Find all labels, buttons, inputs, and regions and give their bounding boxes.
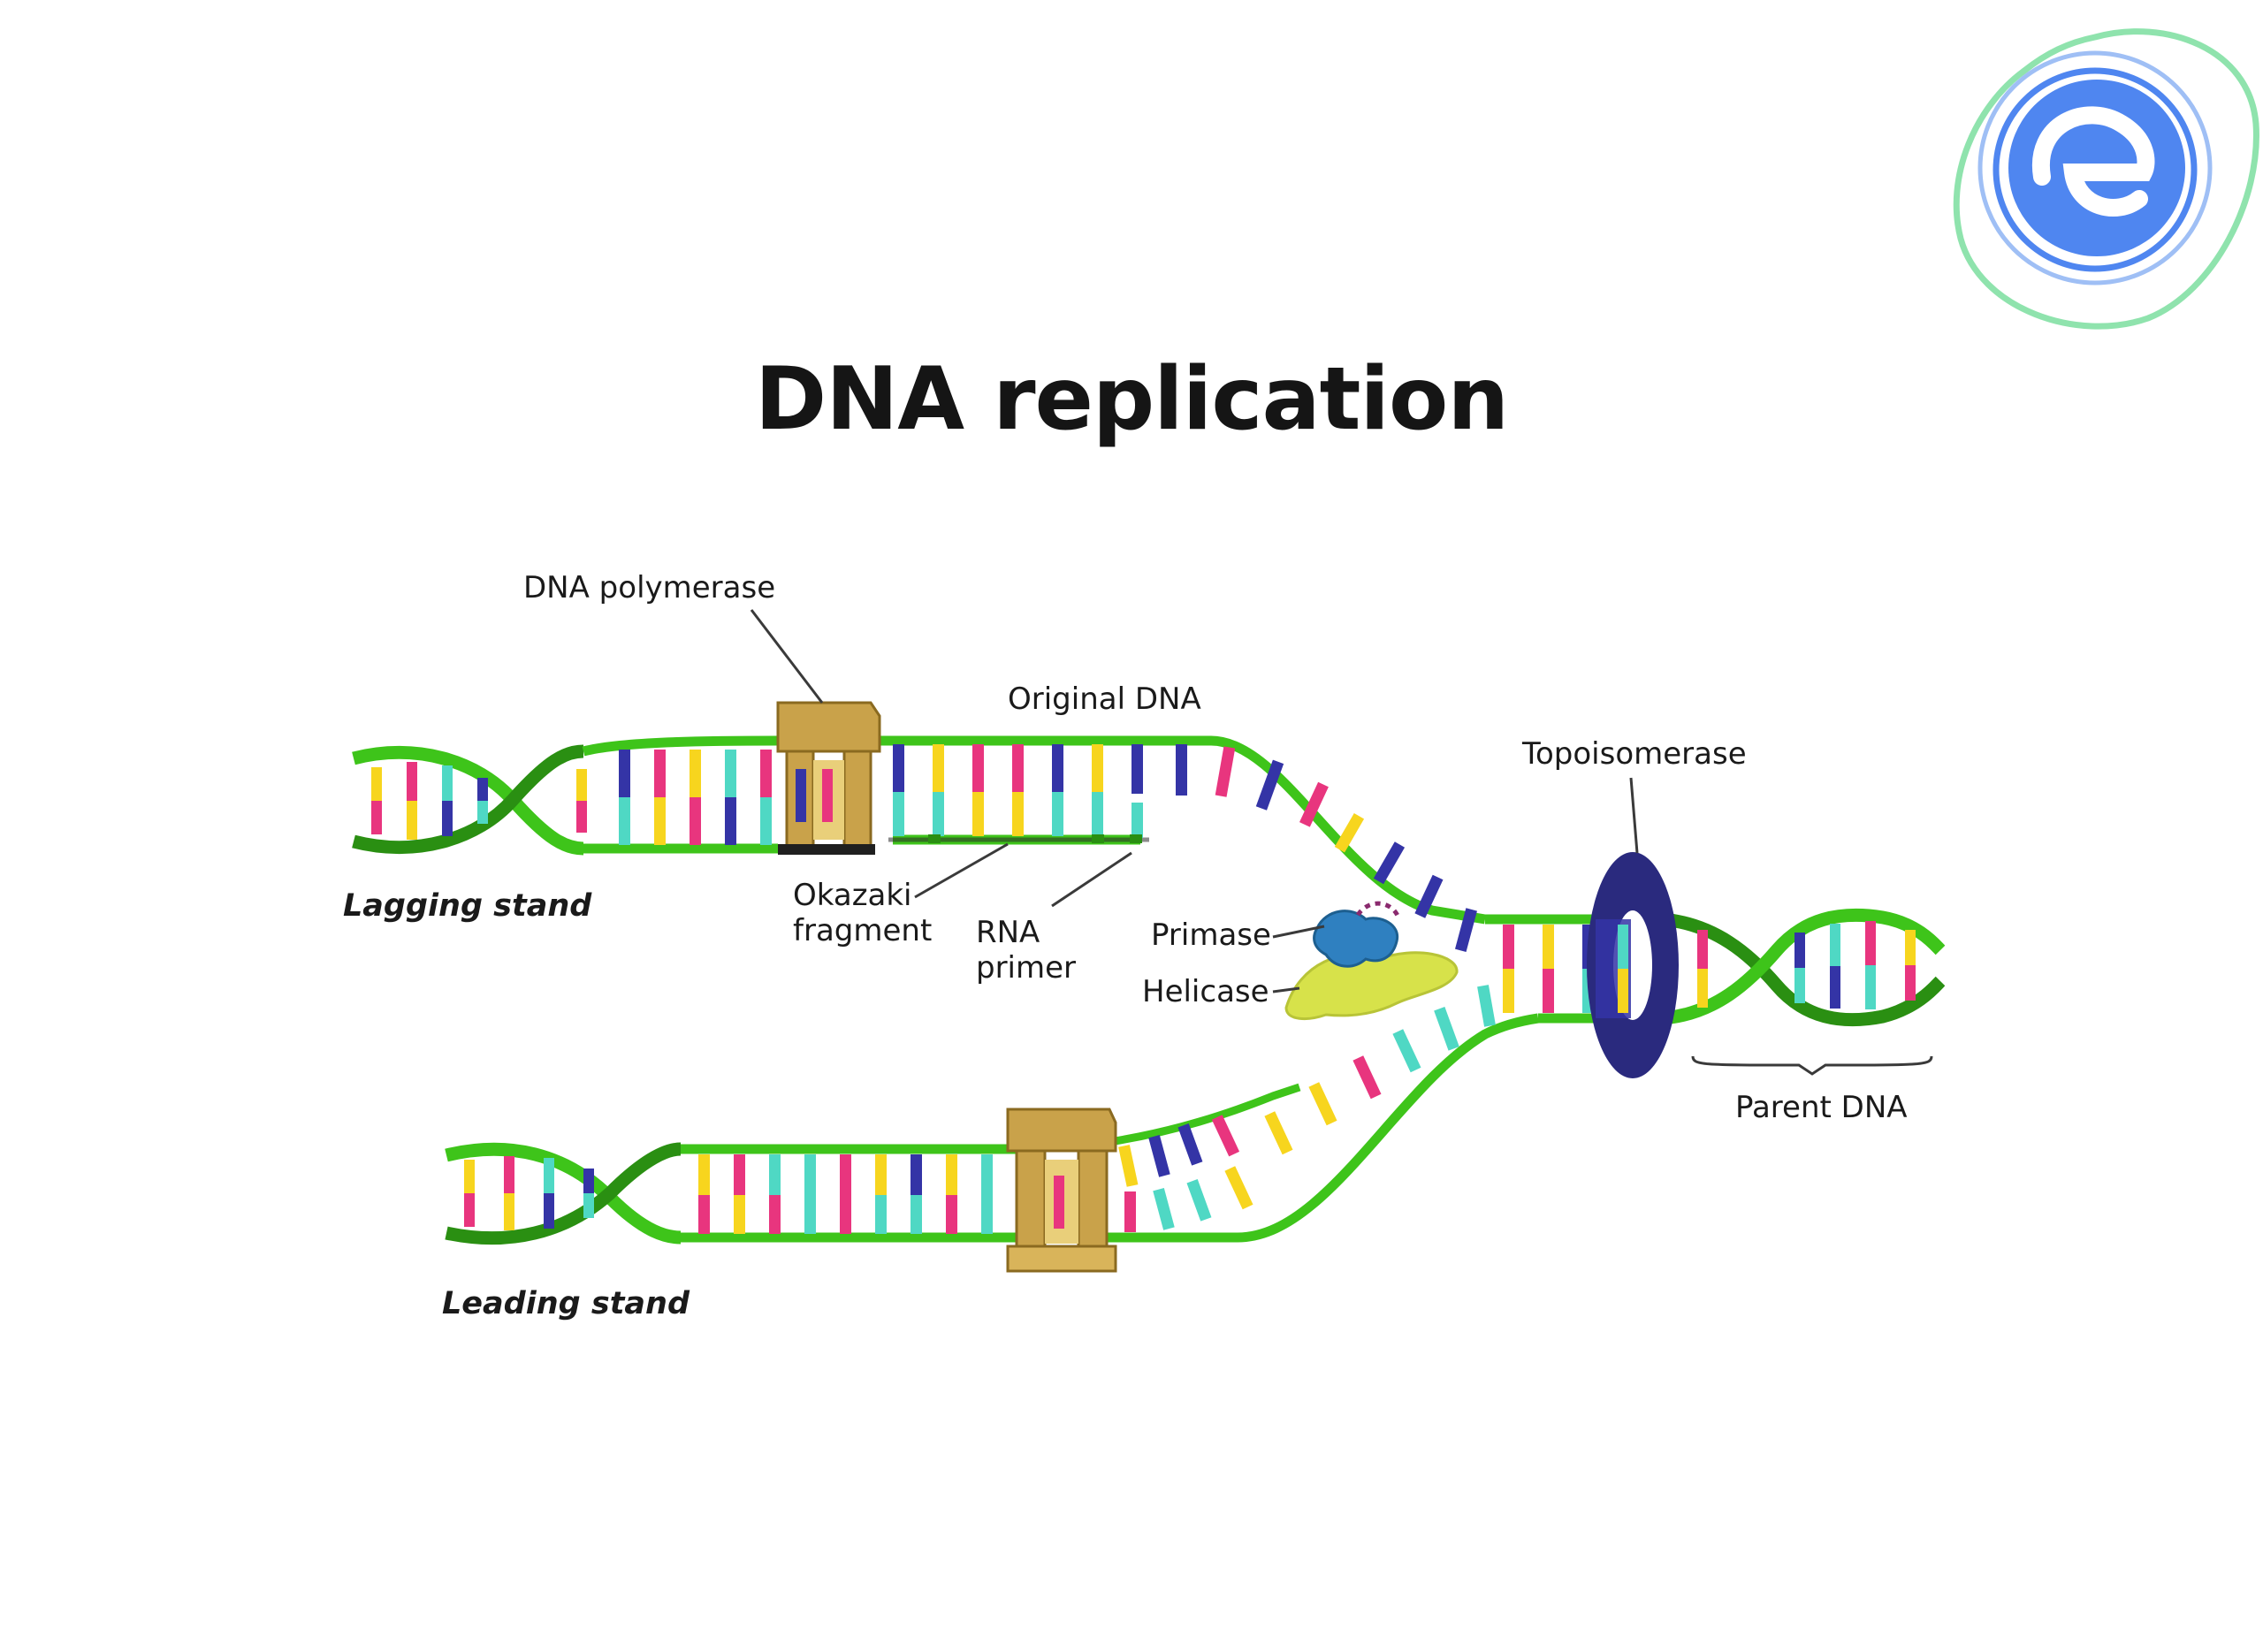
label-topoisomerase: Topoisomerase [1522, 736, 1747, 772]
leading-strand-backbone [681, 1013, 1539, 1243]
label-lagging-strand: Lagging stand [343, 888, 592, 924]
label-rna-line2: primer [976, 950, 1077, 986]
leading-strand-helix-end [445, 1142, 682, 1245]
parent-dna-helix [1485, 908, 1946, 1027]
label-leading-strand: Leading stand [442, 1286, 690, 1321]
primase-enzyme [1313, 901, 1401, 968]
label-parent-dna: Parent DNA [1735, 1090, 1908, 1125]
dna-polymerase-upper [776, 701, 881, 855]
lagging-duplex-bases [619, 744, 1477, 952]
helicase-enzyme [1284, 951, 1459, 1020]
label-okazaki-line2: fragment [793, 913, 933, 948]
label-rna-line1: RNA [976, 915, 1040, 950]
page-title: DNA replication [754, 349, 1509, 450]
lagging-strand-helix-end [352, 744, 584, 856]
dna-polymerase-lower [1006, 1108, 1117, 1273]
lagging-helix-bases [371, 762, 587, 840]
label-original-dna: Original DNA [1008, 681, 1201, 717]
brand-logo-icon [1953, 28, 2259, 330]
label-helicase: Helicase [1142, 974, 1269, 1009]
topoisomerase-ring [1587, 852, 1679, 1078]
label-okazaki-line1: Okazaki [793, 878, 912, 913]
leader-lines [750, 609, 1933, 1076]
leading-helix-bases [464, 1156, 594, 1230]
label-dna-polymerase: DNA polymerase [523, 570, 776, 605]
rna-primer-marks [928, 834, 1142, 843]
label-primase: Primase [1151, 917, 1271, 953]
